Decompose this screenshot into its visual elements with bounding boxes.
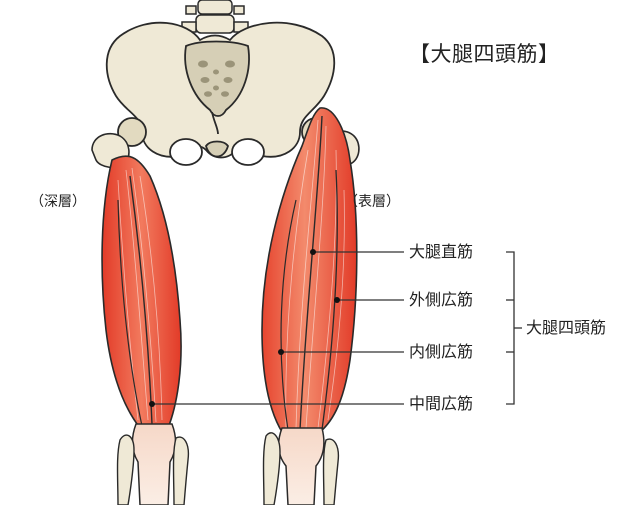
left-thigh-muscle [101,155,182,429]
right-leg-superficial [261,107,358,505]
label-vastus-medialis: 内側広筋 [409,342,474,361]
spine [181,0,249,34]
label-superficial-layer: （表層） [344,194,400,210]
left-leg-deep [101,155,190,505]
leader-lines [152,251,522,405]
label-vastus-lateralis: 外側広筋 [409,290,474,309]
label-rectus-femoris: 大腿直筋 [409,242,474,261]
leader-dots [149,249,340,407]
pelvis [105,21,336,166]
label-quadriceps-group: 大腿四頭筋 [526,318,607,337]
label-deep-layer: （深層） [30,194,86,210]
diagram-title: 【大腿四頭筋】 [409,42,560,66]
label-vastus-intermedius: 中間広筋 [409,394,474,413]
